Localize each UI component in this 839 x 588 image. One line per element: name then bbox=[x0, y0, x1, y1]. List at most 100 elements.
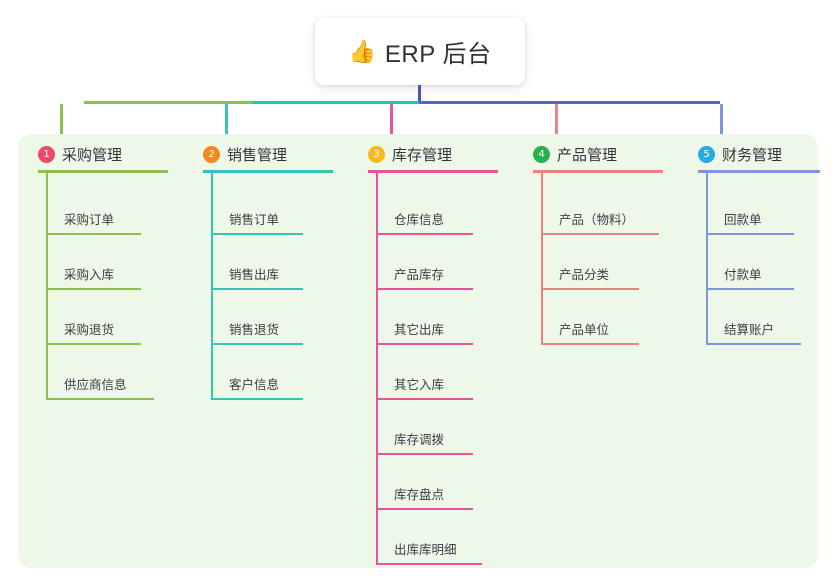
branch-item[interactable]: 采购订单 bbox=[38, 180, 168, 235]
branch-item-underline bbox=[46, 343, 141, 345]
branch-spine-inventory bbox=[376, 173, 378, 565]
branch-item-underline bbox=[211, 343, 303, 345]
branch-item[interactable]: 销售出库 bbox=[203, 235, 333, 290]
bus-segment-blue bbox=[419, 101, 720, 104]
branch-item-label: 产品（物料） bbox=[559, 213, 635, 227]
branch-item[interactable]: 产品库存 bbox=[368, 235, 498, 290]
branch-item-label: 仓库信息 bbox=[394, 213, 445, 227]
branch-number-badge-sales: 2 bbox=[203, 146, 220, 163]
root-node-label: ERP 后台 bbox=[384, 41, 492, 68]
branch-item[interactable]: 结算账户 bbox=[698, 290, 820, 345]
branch-item[interactable]: 客户信息 bbox=[203, 345, 333, 400]
branch-title-finance: 财务管理 bbox=[722, 147, 783, 164]
drop-connector-inventory bbox=[390, 104, 393, 136]
thumbs-up-icon: 👍 bbox=[348, 38, 376, 64]
root-connector-stem bbox=[418, 85, 421, 103]
branch-item-label: 回款单 bbox=[724, 213, 762, 227]
root-node[interactable]: 👍 ERP 后台 bbox=[315, 18, 525, 85]
branch-item-label: 采购退货 bbox=[64, 323, 115, 337]
branch-spine-product bbox=[541, 173, 543, 345]
branch-title-purchase: 采购管理 bbox=[62, 147, 123, 164]
branch-item-label: 采购订单 bbox=[64, 213, 115, 227]
branch-item-label: 出库库明细 bbox=[394, 543, 457, 557]
branch-underline-product bbox=[533, 170, 663, 173]
branch-item-label: 库存调拨 bbox=[394, 433, 445, 447]
branch-item-label: 供应商信息 bbox=[64, 378, 127, 392]
branch-spine-finance bbox=[706, 173, 708, 345]
branch-item-underline bbox=[541, 343, 639, 345]
branch-item-underline bbox=[46, 288, 141, 290]
branch-item[interactable]: 仓库信息 bbox=[368, 180, 498, 235]
branch-underline-sales bbox=[203, 170, 333, 173]
branch-item[interactable]: 其它出库 bbox=[368, 290, 498, 345]
root-node-content: 👍 ERP 后台 bbox=[349, 34, 492, 69]
branch-header-sales[interactable]: 2 销售管理 bbox=[203, 144, 287, 165]
branch-item-underline bbox=[376, 398, 473, 400]
branch-item-label: 产品单位 bbox=[559, 323, 610, 337]
branch-spine-purchase bbox=[46, 173, 48, 400]
branch-item[interactable]: 回款单 bbox=[698, 180, 820, 235]
branch-item[interactable]: 产品（物料） bbox=[533, 180, 663, 235]
branch-item-underline bbox=[376, 563, 482, 565]
branch-underline-inventory bbox=[368, 170, 498, 173]
branch-title-product: 产品管理 bbox=[557, 147, 618, 164]
branch-header-inventory[interactable]: 3 库存管理 bbox=[368, 144, 452, 165]
branch-title-inventory: 库存管理 bbox=[392, 147, 453, 164]
branch-item-label: 客户信息 bbox=[229, 378, 280, 392]
branch-item-underline bbox=[376, 233, 473, 235]
branch-item-underline bbox=[211, 288, 303, 290]
branch-item-label: 产品分类 bbox=[559, 268, 610, 282]
branch-header-finance[interactable]: 5 财务管理 bbox=[698, 144, 782, 165]
branch-item-underline bbox=[46, 233, 141, 235]
branch-item[interactable]: 产品单位 bbox=[533, 290, 663, 345]
branch-item-underline bbox=[541, 288, 639, 290]
bus-segment-green bbox=[84, 101, 253, 104]
branch-item[interactable]: 采购退货 bbox=[38, 290, 168, 345]
branch-item[interactable]: 产品分类 bbox=[533, 235, 663, 290]
branch-item-underline bbox=[706, 233, 794, 235]
branch-item[interactable]: 销售退货 bbox=[203, 290, 333, 345]
branch-item[interactable]: 付款单 bbox=[698, 235, 820, 290]
branch-number-badge-finance: 5 bbox=[698, 146, 715, 163]
branch-item-label: 结算账户 bbox=[724, 323, 775, 337]
branch-item-label: 付款单 bbox=[724, 268, 762, 282]
branch-item-label: 采购入库 bbox=[64, 268, 115, 282]
drop-connector-product bbox=[555, 104, 558, 136]
branch-item-underline bbox=[376, 508, 473, 510]
branch-spine-sales bbox=[211, 173, 213, 400]
branch-item[interactable]: 采购入库 bbox=[38, 235, 168, 290]
branch-item-underline bbox=[46, 398, 154, 400]
branch-item[interactable]: 销售订单 bbox=[203, 180, 333, 235]
branch-item[interactable]: 库存盘点 bbox=[368, 455, 498, 510]
branch-underline-purchase bbox=[38, 170, 168, 173]
branch-header-purchase[interactable]: 1 采购管理 bbox=[38, 144, 122, 165]
branches-panel: 1 采购管理采购订单采购入库采购退货供应商信息 2 销售管理销售订单销售出库销售退货客… bbox=[18, 134, 820, 568]
branch-title-sales: 销售管理 bbox=[227, 147, 288, 164]
branch-item-label: 销售退货 bbox=[229, 323, 280, 337]
branch-item-underline bbox=[211, 233, 303, 235]
branch-item-underline bbox=[211, 398, 303, 400]
drop-connector-purchase bbox=[60, 104, 63, 136]
branch-item-label: 产品库存 bbox=[394, 268, 445, 282]
branch-item-label: 其它出库 bbox=[394, 323, 445, 337]
branch-item-label: 其它入库 bbox=[394, 378, 445, 392]
branch-item-label: 销售订单 bbox=[229, 213, 280, 227]
bus-segment-teal bbox=[253, 101, 419, 104]
branch-item-underline bbox=[376, 453, 473, 455]
branch-item[interactable]: 出库库明细 bbox=[368, 510, 498, 565]
drop-connector-finance bbox=[720, 104, 723, 136]
branch-item-underline bbox=[376, 343, 473, 345]
branch-item[interactable]: 供应商信息 bbox=[38, 345, 168, 400]
branch-item-label: 销售出库 bbox=[229, 268, 280, 282]
branch-item[interactable]: 其它入库 bbox=[368, 345, 498, 400]
branch-item-underline bbox=[541, 233, 659, 235]
branch-item-label: 库存盘点 bbox=[394, 488, 445, 502]
branch-item-underline bbox=[706, 343, 801, 345]
branch-item-underline bbox=[706, 288, 794, 290]
branch-number-badge-inventory: 3 bbox=[368, 146, 385, 163]
branch-number-badge-purchase: 1 bbox=[38, 146, 55, 163]
branch-item[interactable]: 库存调拨 bbox=[368, 400, 498, 455]
branch-item-underline bbox=[376, 288, 473, 290]
